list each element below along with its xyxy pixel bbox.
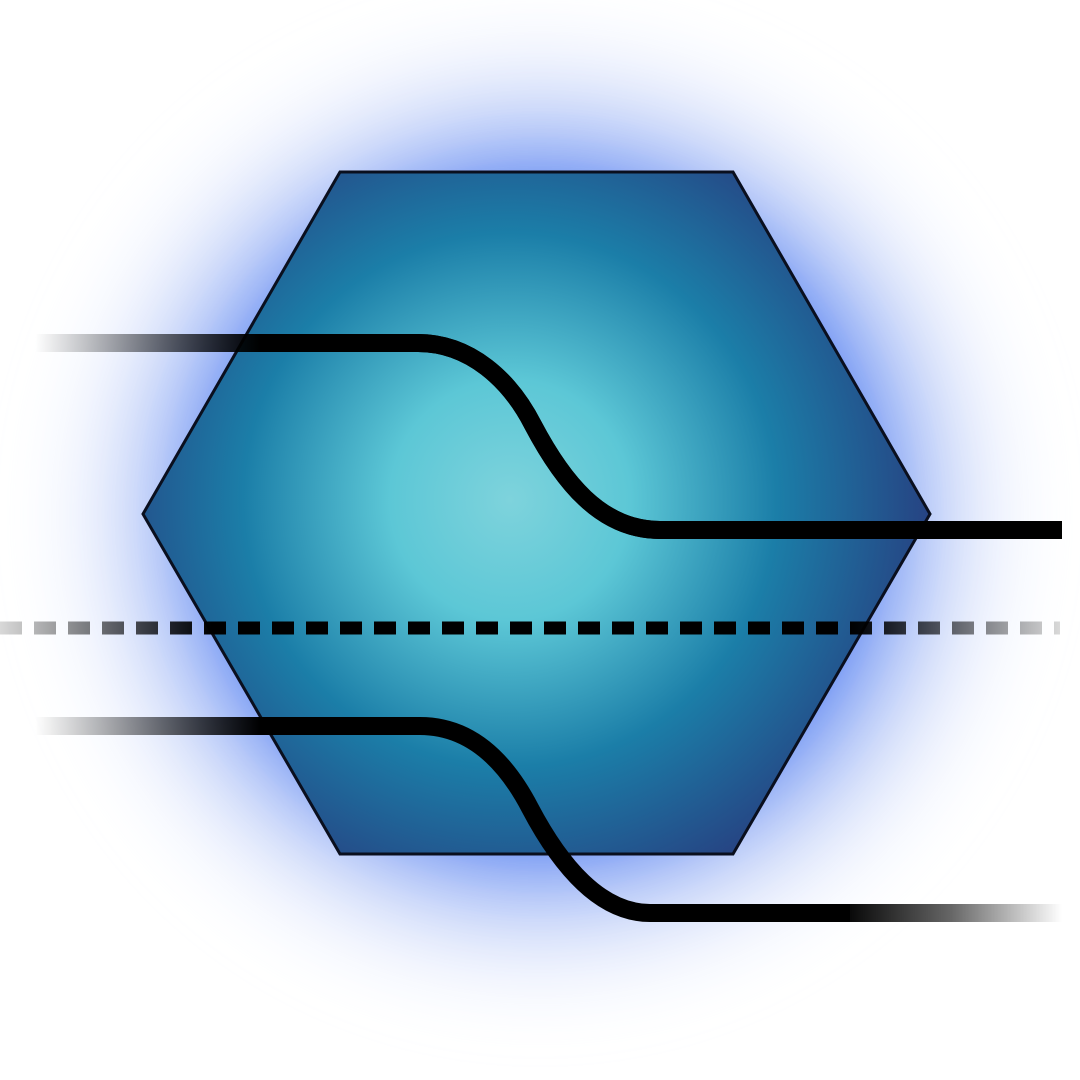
top-lane-line (260, 334, 880, 539)
bottom-lane-line (260, 717, 850, 922)
